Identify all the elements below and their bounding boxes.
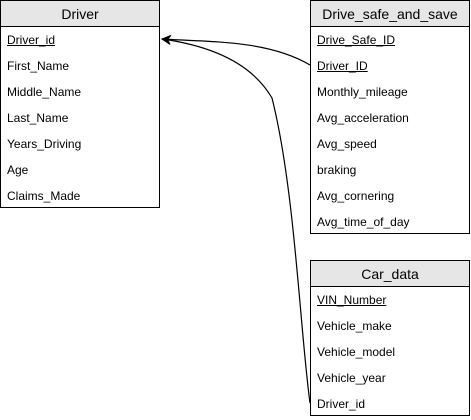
connector-drive-safe-to-driver[interactable] <box>161 34 311 66</box>
entity-drive-safe-and-save[interactable]: Drive_safe_and_save Drive_Safe_ID Driver… <box>310 0 470 234</box>
field-claims-made: Claims_Made <box>7 189 81 203</box>
field-last-name: Last_Name <box>7 111 69 125</box>
field-vin-number: VIN_Number <box>317 293 387 307</box>
entity-driver[interactable]: Driver Driver_id First_Name Middle_Name … <box>0 0 160 208</box>
field-first-name: First_Name <box>7 59 70 73</box>
field-avg-acceleration: Avg_acceleration <box>317 111 409 125</box>
field-vehicle-make: Vehicle_make <box>317 319 392 333</box>
field-vehicle-year: Vehicle_year <box>317 371 386 385</box>
field-avg-time-of-day: Avg_time_of_day <box>317 215 410 229</box>
field-age: Age <box>7 163 29 177</box>
field-avg-cornering: Avg_cornering <box>317 189 395 203</box>
field-braking: braking <box>317 163 357 177</box>
field-car-driver-id: Driver_id <box>317 397 366 411</box>
field-dss-driver-id: Driver_ID <box>317 59 368 73</box>
entity-driver-title: Driver <box>1 1 159 27</box>
field-driver-id: Driver_id <box>7 33 56 47</box>
entity-car-data[interactable]: Car_data VIN_Number Vehicle_make Vehicle… <box>310 260 470 416</box>
field-years-driving: Years_Driving <box>7 137 82 151</box>
connector-car-data-to-driver[interactable] <box>161 35 311 404</box>
entity-drive-safe-and-save-title: Drive_safe_and_save <box>311 1 469 27</box>
field-middle-name: Middle_Name <box>7 85 82 99</box>
field-vehicle-model: Vehicle_model <box>317 345 396 359</box>
field-avg-speed: Avg_speed <box>317 137 377 151</box>
field-drive-safe-id: Drive_Safe_ID <box>317 33 396 47</box>
entity-car-data-title: Car_data <box>311 261 469 287</box>
field-monthly-mileage: Monthly_mileage <box>317 85 408 99</box>
